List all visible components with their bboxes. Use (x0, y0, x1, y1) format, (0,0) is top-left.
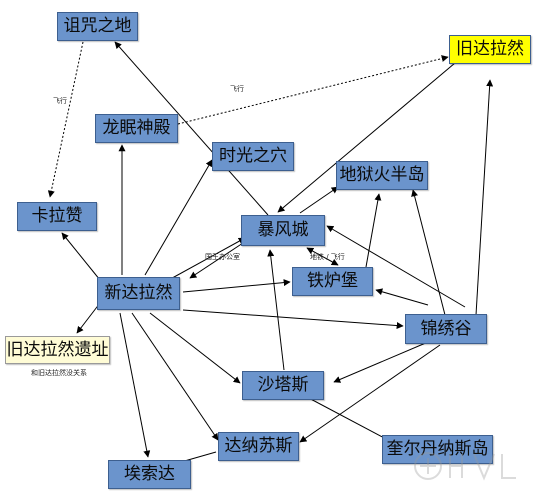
node-label: 诅咒之地 (63, 16, 132, 36)
edge-label-ruins-note: 和旧达拉然没关系 (31, 369, 87, 377)
edge-jinxiu-tielu (375, 288, 429, 306)
node-jinxiu[interactable]: 锦绣谷 (405, 314, 487, 344)
edge-baofeng-zuzhou (114, 41, 269, 216)
node-shiguang[interactable]: 时光之穴 (212, 142, 294, 171)
edge-jinxiu-shatasi (333, 341, 429, 383)
node-jiudalaran[interactable]: 旧达拉然 (449, 35, 531, 64)
edge-jinxiu-danasusi (299, 344, 441, 443)
node-longmian[interactable]: 龙眠神殿 (95, 114, 178, 143)
edge-jinxiu-diyu (411, 189, 446, 316)
edge-baofeng-tielu (306, 247, 339, 266)
node-baofeng[interactable]: 暴风城 (241, 215, 325, 246)
node-label: 铁炉堡 (307, 271, 358, 291)
edge-jinxiu-baofeng (326, 225, 466, 308)
node-kalazan[interactable]: 卡拉赞 (17, 202, 97, 231)
edge-jiudalaran-baofeng (277, 62, 456, 213)
edge-xin-jinxiu (182, 309, 404, 330)
node-label: 暴风城 (257, 220, 309, 240)
edge-xin-baofeng (164, 237, 246, 283)
edge-label-tram-fly: 地铁 / 飞行 (310, 253, 345, 261)
node-label: 地狱火半岛 (339, 165, 425, 185)
node-label: 奎尔丹纳斯岛 (386, 439, 489, 459)
edge-shatasi-kuier (304, 395, 391, 442)
edge-longmian-jiudalaran (177, 55, 449, 125)
node-diyu[interactable]: 地狱火半岛 (336, 161, 428, 190)
node-kuier[interactable]: 奎尔丹纳斯岛 (382, 435, 493, 464)
node-label: 龙眠神殿 (102, 118, 171, 138)
node-label: 旧达拉然 (456, 39, 524, 59)
node-danasusi[interactable]: 达纳苏斯 (218, 432, 299, 461)
node-label: 埃索达 (124, 464, 175, 484)
node-xindalaran[interactable]: 新达拉然 (97, 277, 180, 310)
node-label: 卡拉赞 (31, 206, 83, 226)
edge-xin-tielu (182, 279, 291, 293)
node-yizhi[interactable]: 旧达拉然遗址 (5, 336, 110, 364)
edge-xin-kalazan (61, 232, 101, 281)
node-label: 达纳苏斯 (224, 436, 293, 456)
node-zuzhou[interactable]: 诅咒之地 (57, 12, 138, 41)
node-label: 锦绣谷 (420, 318, 472, 339)
edge-tielu-diyu (365, 193, 382, 268)
edge-xin-shiguang (144, 159, 213, 276)
node-shatasi[interactable]: 沙塔斯 (242, 371, 324, 400)
edge-xin-shatasi (149, 312, 241, 384)
edge-label-fly-top: 飞行 (230, 85, 244, 93)
edge-shatasi-baofeng (267, 249, 285, 371)
node-label: 旧达拉然遗址 (6, 339, 109, 360)
edge-label-fly-left: 飞行 (53, 97, 67, 105)
node-label: 新达拉然 (104, 283, 173, 303)
edge-xin-yizhi (76, 302, 101, 334)
edge-xin-danasusi (131, 312, 219, 441)
node-tielu[interactable]: 铁炉堡 (292, 267, 373, 296)
edge-xin-aisuoda (119, 312, 151, 458)
edge-label-royal-office: 国王办公室 (205, 253, 240, 261)
node-aisuoda[interactable]: 埃索达 (108, 460, 191, 489)
edge-baofeng-xin (189, 242, 244, 279)
edge-zuzhou-kalazan (47, 41, 84, 198)
edge-baofeng-diyu (299, 186, 339, 214)
edge-jinxiu-jiudalaran (475, 79, 494, 316)
node-label: 沙塔斯 (257, 375, 309, 395)
node-label: 时光之穴 (219, 146, 287, 166)
